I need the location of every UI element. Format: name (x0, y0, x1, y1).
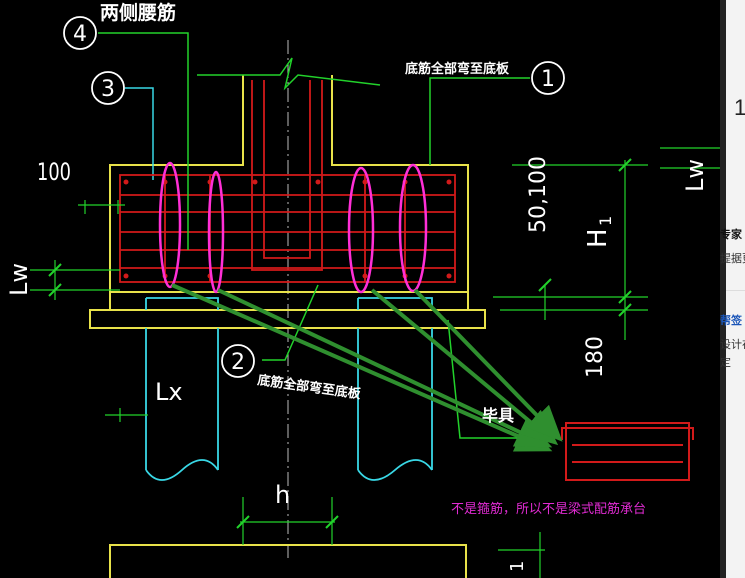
panel-item-2[interactable]: 专家 (720, 229, 742, 241)
callout-1-number: 1 (541, 67, 555, 92)
dimension-lines (30, 147, 720, 578)
highlight-ellipses (158, 161, 428, 294)
panel-separator (726, 290, 745, 291)
partial-label: 1 (507, 561, 528, 572)
callout-4 (63, 16, 97, 50)
dim-lw-right: Lw (681, 159, 709, 192)
lower-footing-outline (109, 544, 467, 578)
annotation-arrows (171, 283, 563, 452)
panel-item-6: 设计在 (720, 339, 745, 351)
occluded-text: 毕具 (482, 406, 514, 425)
dim-h: h (275, 481, 290, 509)
dim-50-100: 50,100 (526, 156, 551, 233)
leader-3 (125, 87, 154, 180)
callout-1 (531, 61, 565, 95)
base-plate (89, 309, 486, 329)
dim-h1: H (583, 228, 613, 248)
annotation-text: 不是箍筋，所以不是梁式配筋承台 (451, 501, 646, 517)
panel-item-5[interactable]: 帮签 (720, 315, 742, 327)
panel-edge (720, 0, 726, 578)
panel-item-7: 定 (720, 357, 731, 369)
green-leaders (98, 32, 530, 439)
callout-2-number: 2 (231, 350, 245, 375)
side-panel: 1 专家 提据更 帮签 设计在 定 (720, 0, 745, 578)
dim-100: 100 (37, 158, 71, 186)
dim-lx: Lx (155, 378, 183, 406)
column-outline (109, 75, 469, 310)
column-break-line (197, 57, 381, 91)
callout-circles (63, 16, 565, 378)
panel-item-1: 1 (734, 95, 745, 120)
dim-h1-sub: 1 (596, 216, 615, 226)
callout-3-number: 3 (101, 77, 115, 102)
label-1-text: 底筋全部弯至底板 (405, 61, 510, 77)
pile-left (145, 297, 219, 481)
label-4-text: 两侧腰筋 (100, 1, 176, 24)
dimension-ticks (48, 158, 632, 529)
panel-item-3: 提据更 (720, 253, 745, 265)
callout-3 (91, 71, 125, 105)
callout-2 (221, 344, 255, 378)
dim-180: 180 (583, 336, 608, 378)
dim-lw-left: Lw (5, 263, 33, 296)
callout-4-number: 4 (73, 22, 87, 47)
